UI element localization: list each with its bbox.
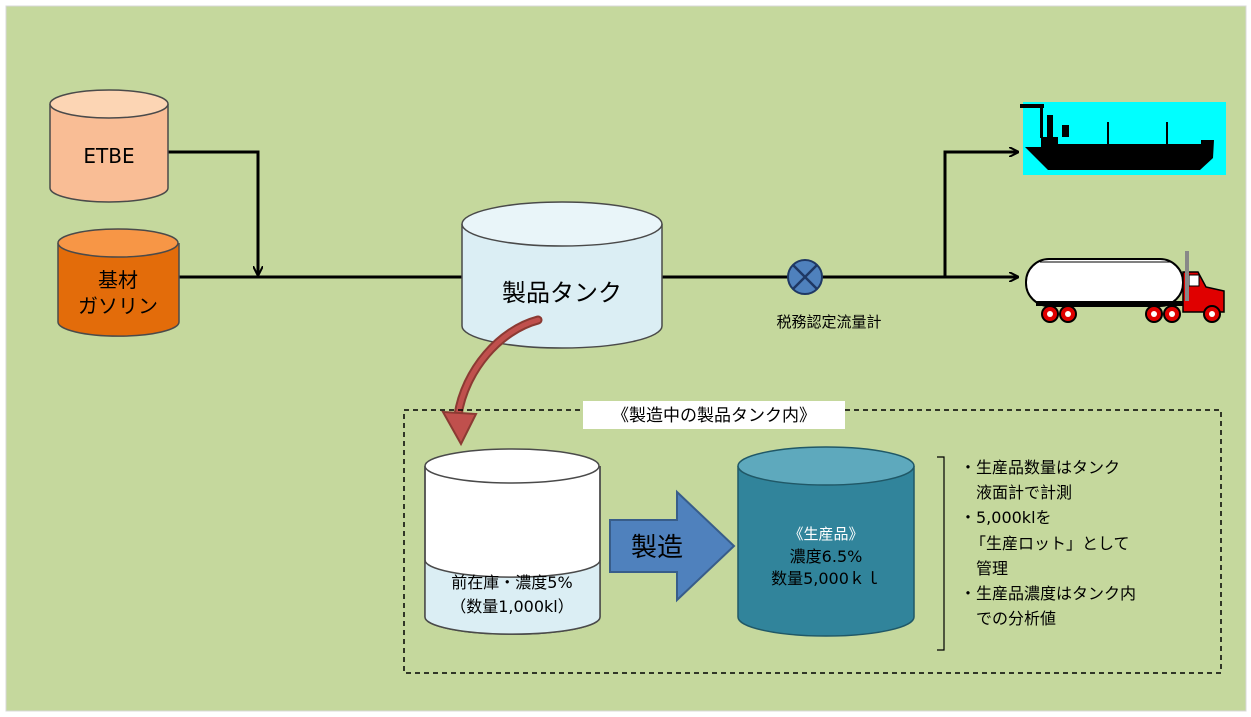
product-tank: 製品タンク [461, 201, 663, 349]
prior-line1: 前在庫・濃度5% [451, 573, 572, 592]
note-line: ・5,000klを [960, 508, 1052, 527]
produced-tank: 《生産品》 濃度6.5% 数量5,000ｋｌ [737, 446, 915, 637]
flow-lines [168, 152, 1018, 277]
note-line: ・生産品数量はタンク [960, 458, 1120, 477]
prior-inventory-tank: 前在庫・濃度5% （数量1,000kl） [424, 448, 601, 635]
base-label-line1: 基材 [98, 268, 138, 292]
note-line: での分析値 [976, 609, 1056, 628]
tanker-ship-icon [1020, 102, 1226, 175]
tank-truck-icon [1025, 251, 1225, 323]
product-tank-label: 製品タンク [502, 279, 622, 307]
base-gasoline-tank: 基材 ガソリン [57, 228, 180, 337]
flow-meter-icon [787, 259, 823, 295]
prior-line2: （数量1,000kl） [450, 597, 574, 616]
etbe-tank: ETBE [49, 89, 169, 203]
notes: ・生産品数量はタンク 液面計で計測 ・5,000klを 「生産ロット」として 管… [960, 458, 1136, 628]
detail-title: 《製造中の製品タンク内》 [612, 406, 816, 426]
base-label-line2: ガソリン [78, 294, 158, 318]
produced-line1: 《生産品》 [788, 525, 863, 543]
production-label: 製造 [631, 533, 683, 563]
produced-line2: 濃度6.5% [790, 547, 863, 566]
etbe-label: ETBE [83, 144, 134, 168]
note-line: 管理 [976, 559, 1008, 578]
meter-label: 税務認定流量計 [776, 313, 881, 331]
detail-title-bg [583, 401, 845, 429]
curved-arrow-icon [441, 315, 543, 447]
produced-line3: 数量5,000ｋｌ [771, 569, 881, 588]
production-arrow-icon: 製造 [609, 489, 736, 603]
note-line: 「生産ロット」として [970, 534, 1130, 553]
note-line: ・生産品濃度はタンク内 [960, 584, 1136, 603]
notes-bracket [937, 456, 945, 651]
split-to-ship-line [943, 152, 1018, 277]
etbe-line [168, 150, 258, 275]
note-line: 液面計で計測 [976, 483, 1072, 502]
